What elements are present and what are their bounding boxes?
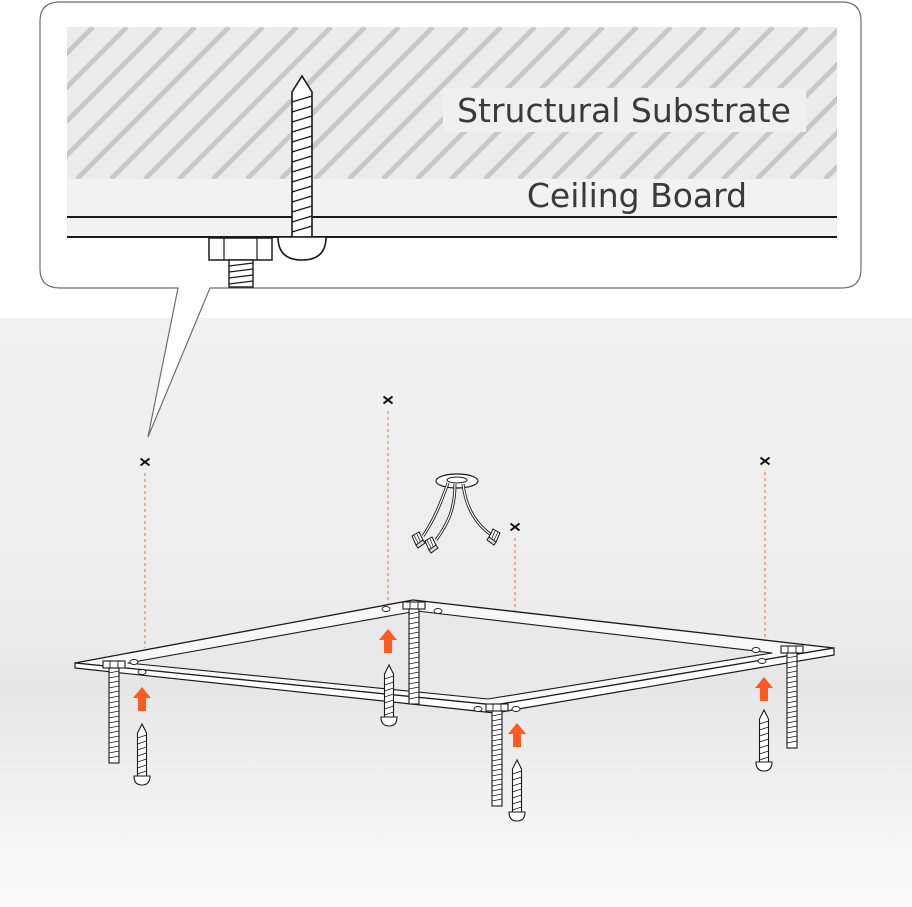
hatch-line [177, 27, 333, 181]
wire-connector-icon [411, 473, 501, 554]
hatch-line [755, 95, 837, 181]
hatch-line [67, 27, 197, 159]
hatch-line [789, 129, 837, 181]
callout-screw-icon [277, 74, 327, 261]
hatch-line [67, 27, 95, 57]
hatch-line [109, 27, 265, 181]
hatch-line [143, 27, 299, 181]
hatch-line [313, 27, 469, 181]
hatch-line [67, 27, 163, 125]
frame-hole [433, 608, 443, 614]
hatch-line [245, 27, 401, 181]
hatch-line [67, 27, 129, 91]
hatch-line [347, 27, 503, 181]
frame-hole [511, 706, 521, 712]
ceiling-board-label: Ceiling Board [527, 176, 747, 215]
frame-hole [757, 658, 767, 664]
substrate-label: Structural Substrate [457, 91, 791, 130]
hatch-line [75, 27, 231, 181]
ceiling-board-band [67, 179, 837, 238]
frame-hole [751, 647, 761, 653]
frame-hole [129, 659, 139, 665]
mounting-frame [74, 599, 835, 714]
frame-hole [473, 706, 483, 712]
substrate-label-background [443, 88, 806, 132]
frame-hole [137, 669, 147, 675]
hatch-line [211, 27, 367, 181]
frame-hole [381, 606, 391, 612]
callout-nut-bolt-icon [208, 237, 273, 288]
